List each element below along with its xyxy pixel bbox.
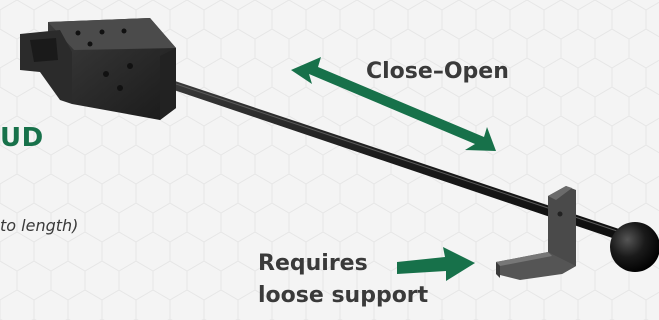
requires-label: Requires xyxy=(258,251,368,276)
loose-support-label: loose support xyxy=(258,283,429,308)
clamp-block xyxy=(20,18,176,120)
l-bracket-support xyxy=(496,186,576,280)
close-open-label: Close–Open xyxy=(366,59,509,84)
bidirectional-arrow-icon xyxy=(291,57,496,151)
handle-knob xyxy=(610,222,659,272)
title-fragment: UD xyxy=(0,123,44,153)
right-arrow-icon xyxy=(397,247,475,281)
subtitle-fragment: to length) xyxy=(0,216,79,235)
